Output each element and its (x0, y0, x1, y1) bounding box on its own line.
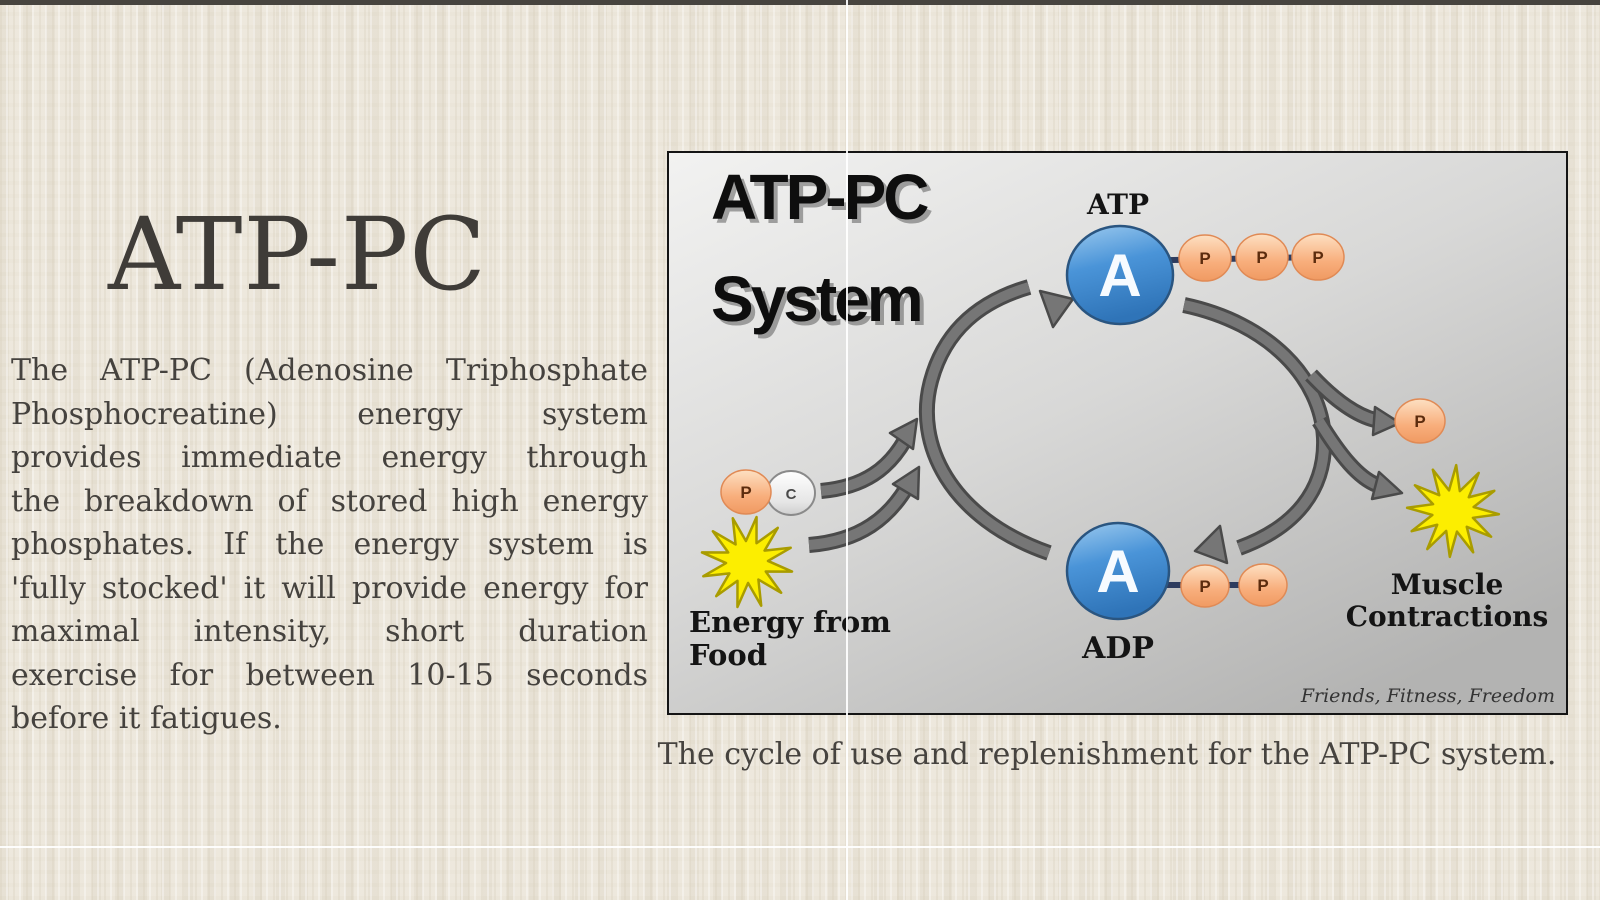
body-line: phosphates. If the energy system is (11, 527, 648, 562)
body-line: the breakdown of stored high energy (11, 483, 648, 519)
phosphocreatine-group: C P Energy from Food (689, 469, 891, 672)
arrow-food-energy-2 (808, 465, 921, 553)
diagram-title-line2-shadow: System (715, 267, 925, 339)
body-line: before it fatigues. (11, 701, 282, 736)
adp-phosphate-2-letter: P (1257, 576, 1268, 595)
watermark-text: Friends, Fitness, Freedom (1300, 685, 1555, 707)
top-border-bar (0, 0, 1600, 5)
muscle-label-line2: Contractions (1346, 600, 1549, 633)
atp-adenosine-circle (1065, 224, 1175, 326)
arrow-to-muscle (1312, 416, 1404, 501)
atp-molecule: A P P P ATP (1065, 188, 1345, 326)
body-line: Phosphocreatine) energy system (11, 396, 648, 432)
creatine-phosphate-letter: P (740, 483, 751, 502)
body-line: provides immediate energy through (11, 440, 648, 475)
creatine-letter: C (786, 486, 797, 503)
atp-phosphate-3 (1291, 233, 1345, 281)
atp-phosphate-1 (1178, 234, 1232, 282)
figure-caption: The cycle of use and replenishment for t… (657, 737, 1557, 772)
energy-from-food-label-line1: Energy from (689, 605, 891, 639)
energy-from-food-label-line2: Food (689, 638, 767, 672)
atp-phosphate-1-letter: P (1199, 249, 1210, 268)
adp-adenosine-letter: A (1096, 538, 1139, 605)
released-phosphate-letter: P (1414, 412, 1425, 431)
diagram-title-line1: ATP-PC (711, 161, 928, 233)
diagram-title-line1-shadow: ATP-PC (715, 165, 932, 237)
adp-phosphate-1-letter: P (1199, 577, 1210, 596)
atp-label: ATP (1086, 188, 1149, 221)
arrow-adp-to-atp (919, 279, 1075, 561)
adp-molecule: A P P ADP (1065, 521, 1288, 666)
background-seam-vertical (846, 0, 848, 900)
arrow-food-energy-1 (820, 417, 919, 499)
atp-pc-cycle-diagram: ATP-PC ATP-PC System System (669, 153, 1566, 713)
adp-adenosine-circle (1065, 521, 1171, 621)
body-line: exercise for between 10-15 seconds (11, 657, 648, 693)
arrow-to-phosphate (1305, 369, 1402, 437)
atp-phosphate-2-letter: P (1256, 248, 1267, 267)
diagram-title-line2: System (711, 263, 921, 335)
body-paragraph: The ATP-PC (Adenosine Triphosphate Phosp… (11, 349, 648, 741)
creatine-phosphate-circle (720, 469, 772, 515)
diagram-title: ATP-PC ATP-PC System System (711, 161, 935, 339)
atp-phosphate-2 (1235, 233, 1289, 281)
released-phosphate-circle (1394, 398, 1446, 444)
atp-phosphate-3-letter: P (1312, 248, 1323, 267)
adp-phosphate-1 (1180, 564, 1230, 608)
body-line: The ATP-PC (Adenosine Triphosphate (11, 353, 648, 388)
background-seam-horizontal (0, 846, 1600, 848)
muscle-label-line1: Muscle (1391, 568, 1504, 601)
muscle-contraction-group: P Muscle Contractions (1346, 398, 1549, 633)
atp-adenosine-letter: A (1098, 242, 1141, 309)
adp-phosphate-2 (1238, 563, 1288, 607)
adp-label: ADP (1081, 631, 1154, 666)
body-line: maximal intensity, short duration (11, 614, 648, 649)
atp-pc-cycle-figure: ATP-PC ATP-PC System System (667, 151, 1568, 715)
body-line: 'fully stocked' it will provide energy f… (11, 570, 648, 606)
page-title: ATP-PC (108, 196, 487, 313)
